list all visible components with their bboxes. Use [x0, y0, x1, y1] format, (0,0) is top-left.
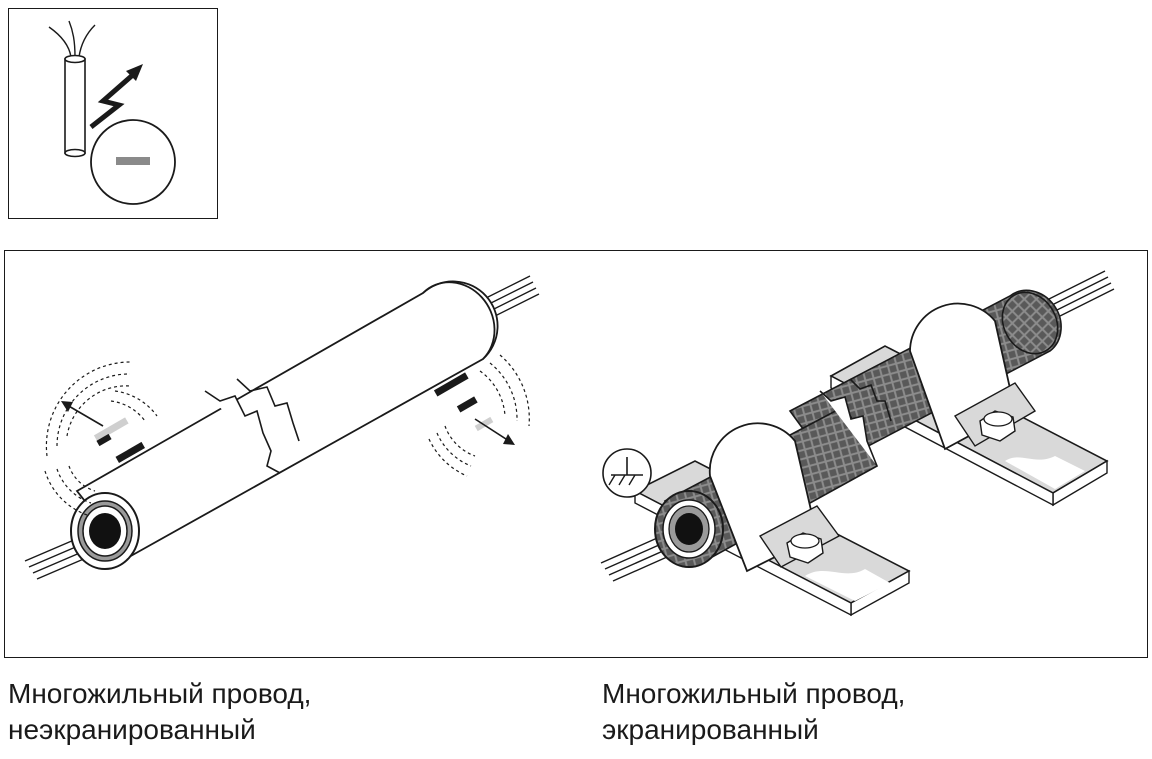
caption-unshielded-line1: Многожильный провод, [8, 678, 312, 709]
caption-shielded-line2: экранированный [602, 714, 819, 745]
ground-symbol-icon [602, 448, 652, 498]
cable-illustration-frame [4, 250, 1148, 658]
caption-shielded-line1: Многожильный провод, [602, 678, 906, 709]
caption-unshielded: Многожильный провод, неэкранированный [8, 676, 311, 748]
caption-shielded: Многожильный провод, экранированный [602, 676, 905, 748]
interference-symbol-icon [48, 20, 176, 205]
cable-illustration [24, 270, 1115, 617]
interference-symbol-box [8, 8, 218, 219]
caption-unshielded-line2: неэкранированный [8, 714, 256, 745]
unshielded-cable-drawing [24, 275, 540, 580]
shielded-cable-drawing [600, 270, 1115, 617]
